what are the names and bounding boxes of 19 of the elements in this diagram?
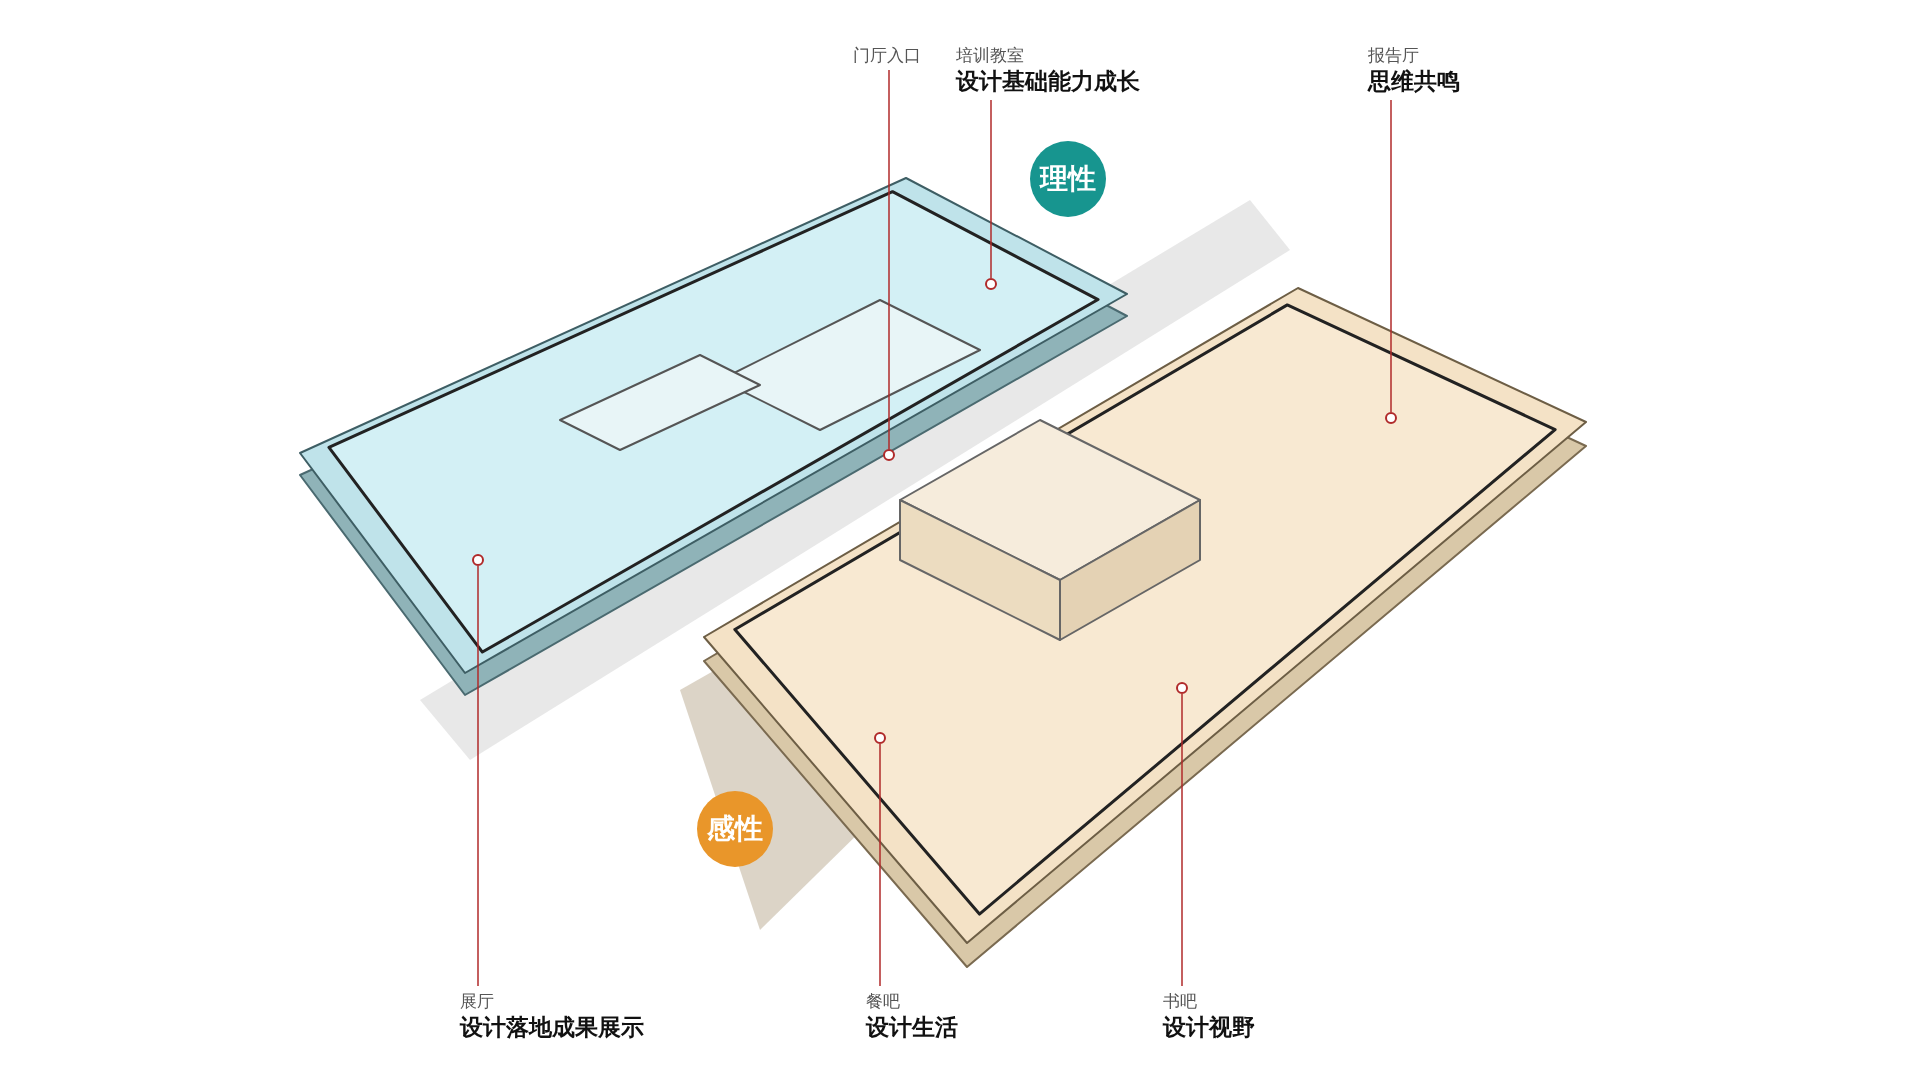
leader-line (1390, 99, 1392, 413)
leader-line (888, 69, 890, 450)
room-theme: 设计落地成果展示 (460, 1013, 644, 1042)
room-name: 书吧 (1163, 990, 1197, 1012)
leader-line (477, 565, 479, 987)
room-name: 餐吧 (866, 990, 900, 1012)
leader-line (990, 99, 992, 279)
room-name: 门厅入口 (853, 44, 921, 66)
category-badge: 感性 (697, 791, 773, 867)
room-theme: 设计生活 (866, 1013, 958, 1042)
room-theme: 设计视野 (1163, 1013, 1255, 1042)
room-name: 报告厅 (1368, 44, 1419, 66)
leader-line (1181, 693, 1183, 987)
room-name: 培训教室 (956, 44, 1024, 66)
room-theme: 思维共鸣 (1368, 67, 1460, 96)
room-theme: 设计基础能力成长 (956, 67, 1140, 96)
room-name: 展厅 (460, 990, 494, 1012)
leader-line (879, 743, 881, 987)
category-badge: 理性 (1030, 141, 1106, 217)
